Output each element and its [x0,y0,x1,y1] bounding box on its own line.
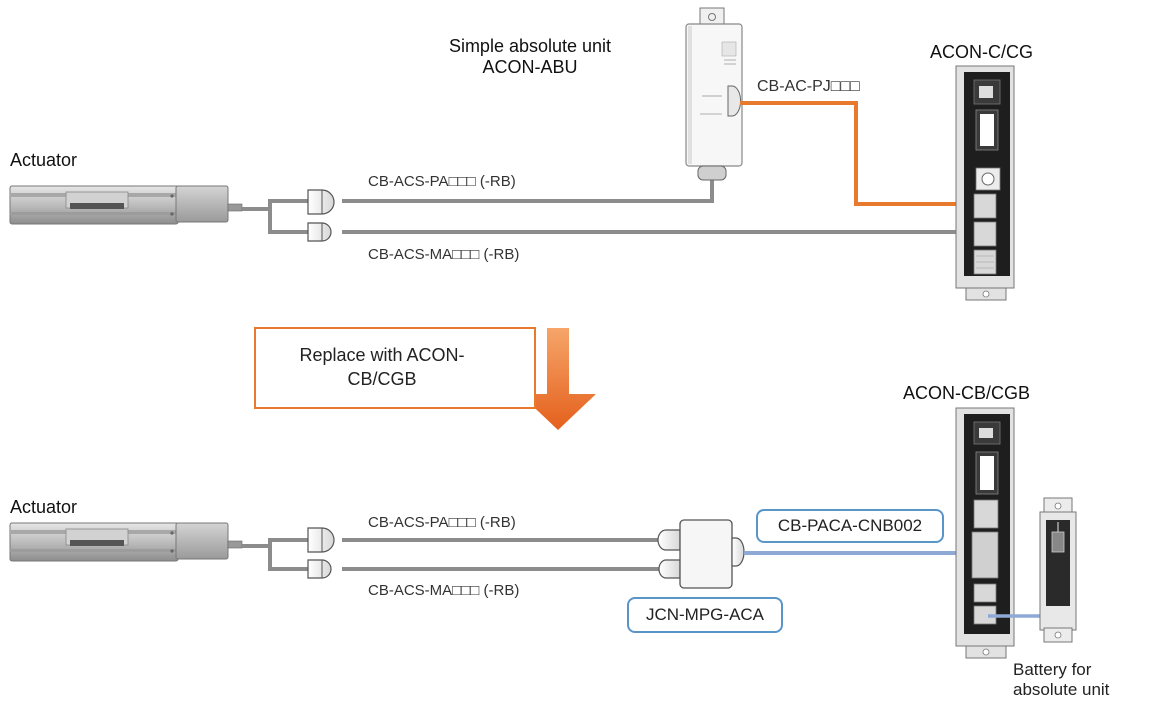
junction-connector [657,519,745,589]
junction-label-box: JCN-MPG-ACA [627,597,783,633]
connector-pa-top [307,189,335,215]
battery-unit [1039,497,1077,643]
connector-pa-bottom [307,527,335,553]
controller-bottom-label: ACON-CB/CGB [903,383,1031,403]
cable-ac-pj [740,101,980,206]
controller-top-label: ACON-C/CG [930,42,1033,62]
actuator-bottom [9,522,243,562]
actuator-label-top: Actuator [10,150,78,170]
replace-arrow [520,328,596,430]
battery-label: Battery for absolute unit [1013,660,1109,700]
abu-label: Simple absolute unit ACON-ABU [430,36,630,78]
abu-label-line1: Simple absolute unit [448,36,612,56]
cable-paca-label: CB-PACA-CNB002 [777,516,923,535]
cable-ac-pj-label: CB-AC-PJ□□□ [757,78,860,95]
cables-top-gray [242,178,980,234]
actuator-top [9,185,243,225]
junction-label: JCN-MPG-ACA [645,605,765,624]
replace-text: Replace with ACON-CB/CGB [299,345,465,389]
connector-ma-bottom [307,559,332,579]
connector-ma-top [307,222,332,242]
cable-ma-top-label: CB-ACS-MA□□□ (-RB) [368,246,520,263]
controller-acon-cb [955,407,1015,659]
cables-bottom-gray [242,538,666,571]
absolute-unit-abu [685,7,743,181]
abu-label-line2: ACON-ABU [482,57,578,77]
controller-acon-c [955,65,1015,301]
actuator-label-bottom: Actuator [10,497,78,517]
cable-pa-bottom-label: CB-ACS-PA□□□ (-RB) [368,514,516,531]
cable-pa-top-label: CB-ACS-PA□□□ (-RB) [368,173,516,190]
battery-label-line1: Battery for [1013,660,1092,679]
cable-ma-bottom-label: CB-ACS-MA□□□ (-RB) [368,582,520,599]
cable-paca-label-box: CB-PACA-CNB002 [756,509,944,543]
replace-box: Replace with ACON-CB/CGB [254,327,536,409]
battery-label-line2: absolute unit [1013,680,1110,699]
